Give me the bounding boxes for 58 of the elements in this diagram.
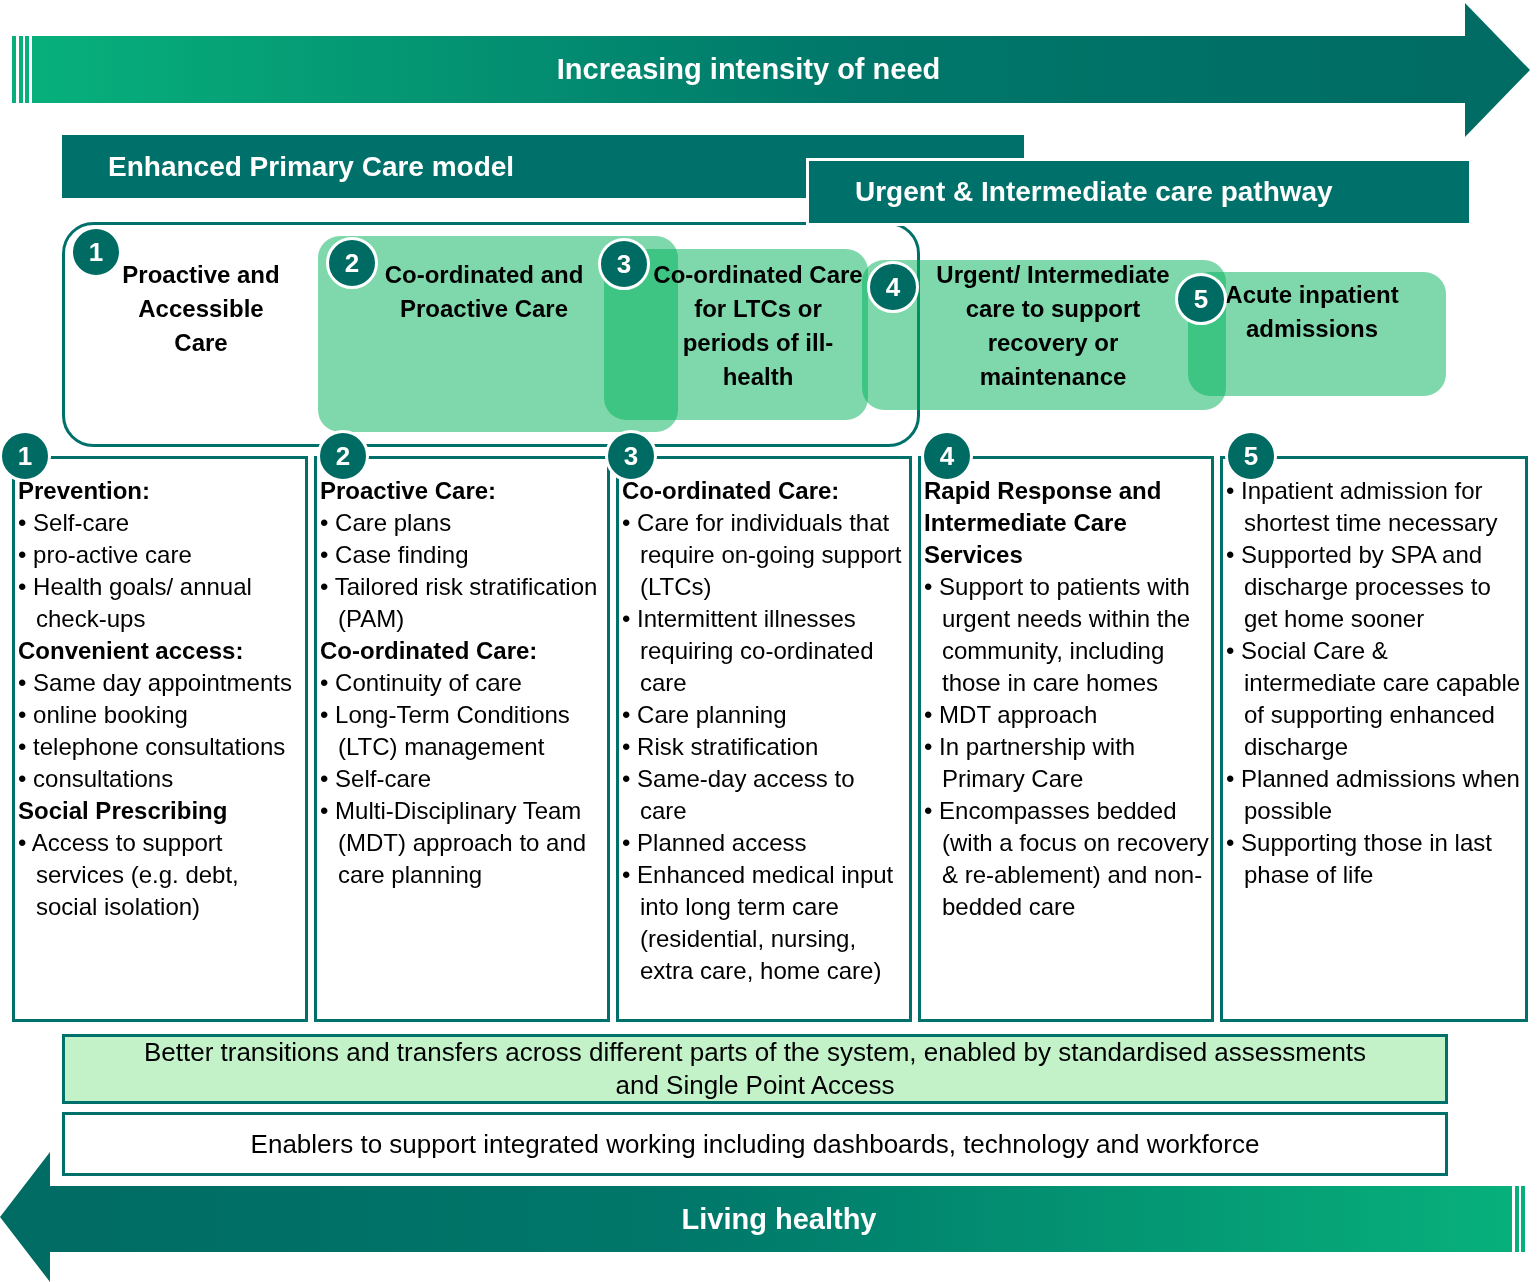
stage-title: Acute inpatient admissions — [1224, 280, 1400, 344]
list-item: • In partnership with Primary Care — [924, 732, 1137, 794]
section-band — [806, 158, 1472, 226]
stage-title: Co-ordinated and Proactive Care — [383, 260, 585, 324]
note-text: Better transitions and transfers across different parts of the system, enabled by standardised assessments and Single Point Access — [142, 1036, 1368, 1102]
number-badge: 4 — [867, 261, 919, 313]
list-item: • Self-care — [320, 764, 433, 794]
number-badge: 1 — [70, 226, 122, 278]
list-item: • Self-care — [18, 508, 131, 538]
list-item: • online booking — [18, 700, 189, 730]
stage-title: Proactive and Accessible Care — [121, 260, 281, 358]
list-item: • Multi-Disciplinary Team (MDT) approach to and care planning — [320, 796, 588, 890]
number-badge: 3 — [605, 430, 657, 482]
list-item: Social Prescribing — [18, 796, 229, 826]
list-item: • Risk stratification — [622, 732, 820, 762]
note-band — [62, 1112, 1448, 1176]
list-item: • Case finding — [320, 540, 470, 570]
stage-card — [862, 260, 1226, 410]
number-badge: 2 — [326, 237, 378, 289]
number-badge: 2 — [317, 430, 369, 482]
list-item: • Tailored risk stratification (PAM) — [320, 572, 599, 634]
number-badge: 3 — [598, 238, 650, 290]
number-badge: 1 — [0, 430, 51, 482]
band-title: Enhanced Primary Care model — [108, 150, 515, 184]
number-badge: 5 — [1225, 430, 1277, 482]
list-item: • Care plans — [320, 508, 453, 538]
note-band — [62, 1034, 1448, 1104]
number-badge: 5 — [1175, 273, 1227, 325]
list-item: • Same-day access to care — [622, 764, 856, 826]
list-item: • Enhanced medical input into long term care (residential, nursing, extra care, home care) — [622, 860, 895, 986]
list-item: • MDT approach — [924, 700, 1099, 730]
list-item: • Encompasses bedded (with a focus on recovery & re-ablement) and non-bedded care — [924, 796, 1209, 922]
list-item: • Supporting those in last phase of life — [1226, 828, 1493, 890]
list-item: • Same day appointments — [18, 668, 293, 698]
list-item: • Care planning — [622, 700, 788, 730]
list-item: • Long-Term Conditions (LTC) management — [320, 700, 571, 762]
list-item: • Access to support services (e.g. debt, social isolation) — [18, 828, 240, 922]
list-item: • Intermittent illnesses requiring co-ordinated care — [622, 604, 875, 698]
note-text: Enablers to support integrated working including dashboards, technology and workforce — [249, 1127, 1261, 1161]
list-item: • Continuity of care — [320, 668, 523, 698]
list-item: • pro-active care — [18, 540, 193, 570]
number-badge: 4 — [921, 430, 973, 482]
list-item: • telephone consultations — [18, 732, 287, 762]
stage-title: Urgent/ Intermediate care to support recovery or maintenance — [935, 260, 1171, 392]
list-item: • Health goals/ annual check-ups — [18, 572, 253, 634]
list-item: • Planned admissions when possible — [1226, 764, 1521, 826]
banner-title: Increasing intensity of need — [555, 52, 942, 87]
list-item: • Planned access — [622, 828, 808, 858]
list-item: • Supported by SPA and discharge processes to get home sooner — [1226, 540, 1492, 634]
list-item: Co-ordinated Care: — [320, 636, 539, 666]
list-item: Convenient access: — [18, 636, 245, 666]
list-item: • Support to patients with urgent needs within the community, including those in care homes — [924, 572, 1192, 698]
list-item: • Care for individuals that require on-going support (LTCs) — [622, 508, 903, 602]
list-item: • Social Care & intermediate care capable of supporting enhanced discharge — [1226, 636, 1522, 762]
band-title: Urgent & Intermediate care pathway — [855, 175, 1333, 209]
list-item: • consultations — [18, 764, 175, 794]
stage-title: Co-ordinated Care for LTCs or periods of ill-health — [652, 260, 864, 392]
banner-title: Living healthy — [680, 1202, 878, 1237]
